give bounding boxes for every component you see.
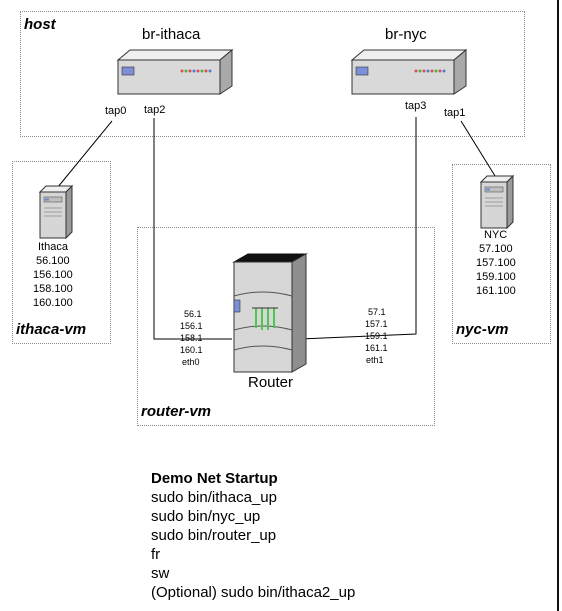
router-eth0-address-4: 160.1 [180, 345, 203, 355]
ithaca-vm-zone [12, 161, 111, 344]
ithaca-address-1: 56.100 [36, 255, 70, 267]
nyc-vm-zone [452, 164, 551, 344]
router-eth1-address-2: 157.1 [365, 319, 388, 329]
tap2-label: tap2 [144, 104, 166, 116]
router-eth0-address-2: 156.1 [180, 321, 203, 331]
tap0-label: tap0 [105, 105, 127, 117]
host-zone [20, 11, 525, 137]
tap3-label: tap3 [405, 100, 427, 112]
tap1-link [460, 120, 501, 185]
startup-command-1: sudo bin/ithaca_up [151, 489, 277, 506]
nyc-vm-label: nyc-vm [456, 321, 509, 338]
router-eth1-address-1: 57.1 [368, 307, 386, 317]
br-nyc-label: br-nyc [385, 26, 427, 43]
nyc-server-icon [479, 174, 515, 230]
ithaca-name: Ithaca [38, 241, 68, 253]
ithaca-vm-label: ithaca-vm [16, 321, 87, 338]
ithaca-address-4: 160.100 [33, 297, 73, 309]
nyc-address-4: 161.100 [476, 285, 516, 297]
br-ithaca-label: br-ithaca [142, 26, 201, 43]
router-eth0-address-1: 56.1 [184, 309, 202, 319]
nyc-address-3: 159.100 [476, 271, 516, 283]
router-eth1-address-3: 159.1 [365, 331, 388, 341]
startup-notes: Demo Net Startup sudo bin/ithaca_up sudo… [151, 469, 355, 602]
router-eth0-address-3: 158.1 [180, 333, 203, 343]
router-eth1-label: eth1 [366, 355, 384, 365]
startup-command-2: sudo bin/nyc_up [151, 508, 261, 525]
ithaca-server-icon [38, 184, 74, 240]
page-edge [557, 0, 559, 611]
startup-command-6: (Optional) sudo bin/ithaca2_up [151, 584, 356, 601]
br-nyc-switch-icon [350, 48, 468, 95]
router-vm-label: router-vm [141, 403, 212, 420]
startup-heading: Demo Net Startup [151, 470, 278, 487]
router-name: Router [248, 374, 294, 391]
tap2-link [153, 118, 232, 340]
ithaca-address-2: 156.100 [33, 269, 73, 281]
tap0-link [52, 120, 113, 194]
nyc-address-2: 157.100 [476, 257, 516, 269]
router-icon [232, 253, 308, 373]
br-ithaca-switch-icon [116, 48, 234, 95]
host-label: host [24, 16, 56, 33]
tap1-label: tap1 [444, 107, 466, 119]
nyc-address-1: 57.100 [479, 243, 513, 255]
router-eth1-address-4: 161.1 [365, 343, 388, 353]
startup-command-4: fr [151, 546, 161, 563]
startup-command-3: sudo bin/router_up [151, 527, 277, 544]
nyc-name: NYC [484, 229, 508, 241]
startup-command-5: sw [151, 565, 170, 582]
router-eth0-label: eth0 [182, 357, 200, 367]
ithaca-address-3: 158.100 [33, 283, 73, 295]
router-vm-zone [137, 227, 435, 426]
tap3-link [299, 117, 417, 340]
